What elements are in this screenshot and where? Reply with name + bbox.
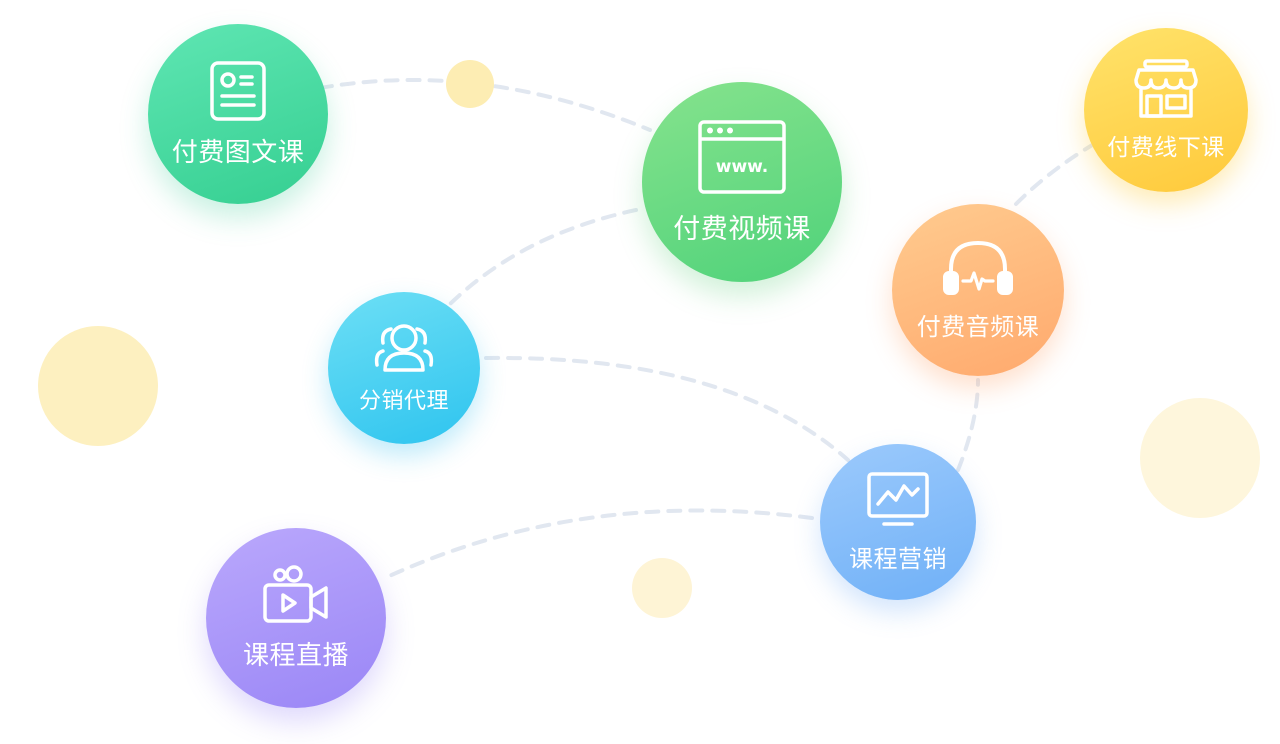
course-marketing-label: 课程营销 (849, 544, 947, 573)
connector-marketing-live (383, 508, 814, 580)
storefront-icon (1134, 59, 1198, 118)
distribution-label: 分销代理 (358, 389, 449, 414)
offline-course-node[interactable]: 付费线下课 (1084, 28, 1248, 192)
article-icon (210, 60, 266, 121)
graphic-course-label: 付费图文课 (171, 137, 305, 168)
course-live-node[interactable]: 课程直播 (206, 528, 386, 708)
connector-video-distribution (446, 208, 638, 308)
monitor-chart-icon (867, 471, 929, 526)
users-icon (374, 324, 434, 372)
audio-course-label: 付费音频课 (916, 312, 1040, 341)
svg-text:www.: www. (716, 157, 769, 177)
connector-marketing-audio (956, 378, 980, 472)
decor-dot (38, 326, 158, 446)
headphones-icon (943, 240, 1013, 295)
connector-audio-offline (1014, 142, 1096, 206)
offline-course-label: 付费线下课 (1107, 135, 1225, 161)
video-camera-icon (263, 564, 328, 623)
audio-course-node[interactable]: 付费音频课 (892, 204, 1064, 376)
video-course-label: 付费视频课 (673, 213, 811, 245)
decor-dot (1140, 398, 1260, 518)
course-live-label: 课程直播 (242, 640, 349, 671)
video-course-node[interactable]: www. 付费视频课 (642, 82, 842, 282)
course-marketing-node[interactable]: 课程营销 (820, 444, 976, 600)
decor-dot (446, 60, 494, 108)
graphic-course-node[interactable]: 付费图文课 (148, 24, 328, 204)
distribution-node[interactable]: 分销代理 (328, 292, 480, 444)
connector-distribution-marketing (484, 355, 850, 462)
browser-window-icon: www. (698, 119, 786, 194)
decor-dot (632, 558, 692, 618)
